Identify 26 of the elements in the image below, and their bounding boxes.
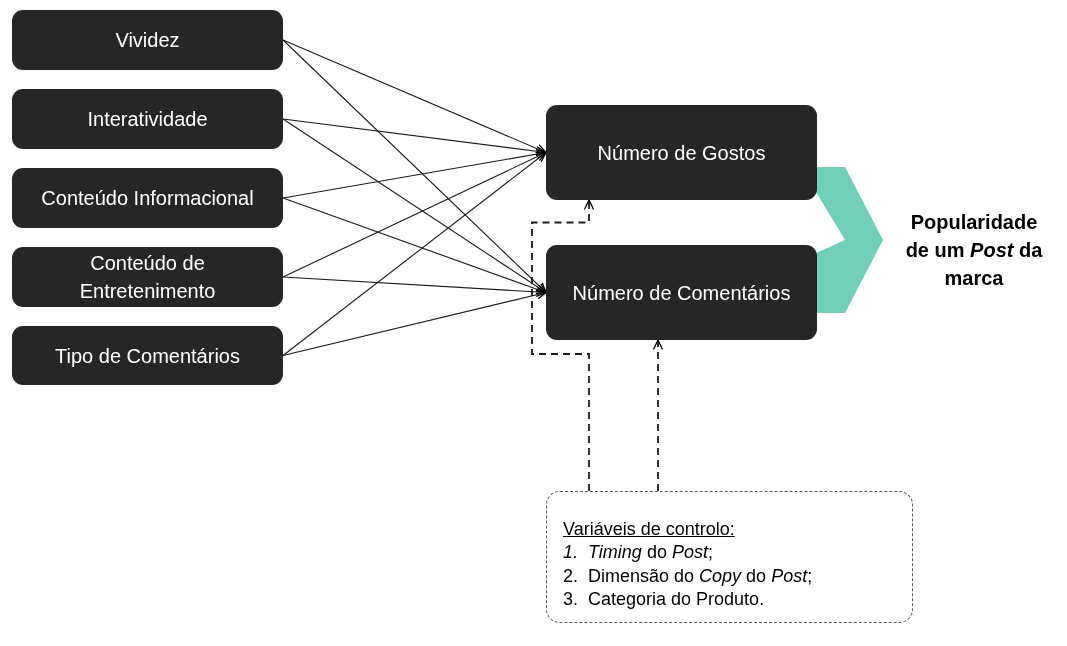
process-box: Número de Gostos: [546, 105, 817, 200]
process-box: Conteúdo Informacional: [12, 168, 283, 228]
arrow: [282, 289, 547, 357]
dashed-arrow: [652, 339, 664, 492]
list-item: 2. Dimensão do Copy do Post;: [563, 564, 813, 588]
arrow: [282, 151, 547, 357]
process-box: Interatividade: [12, 89, 283, 149]
chevron-arrow: [816, 167, 883, 240]
arrow: [282, 151, 547, 278]
arrow: [282, 149, 547, 199]
process-box: Número de Comentários: [546, 245, 817, 340]
arrow: [282, 118, 547, 157]
arrow: [282, 118, 547, 294]
arrow: [282, 276, 547, 298]
outcome-text: Popularidade de um Post da marca: [890, 195, 1058, 305]
chevron-arrow: [816, 240, 883, 313]
process-box: Tipo de Comentários: [12, 326, 283, 385]
list-item: 3. Categoria do Produto.: [563, 588, 765, 612]
list-item: 1. Timing do Post;: [563, 541, 713, 565]
note-box: [546, 491, 913, 623]
process-box: Vividez: [12, 10, 283, 70]
dashed-arrow: [531, 199, 595, 492]
arrow: [282, 197, 547, 295]
arrow: [282, 39, 547, 154]
process-box: Conteúdo de Entretenimento: [12, 247, 283, 307]
note-heading: Variáveis de controlo:: [563, 518, 735, 541]
